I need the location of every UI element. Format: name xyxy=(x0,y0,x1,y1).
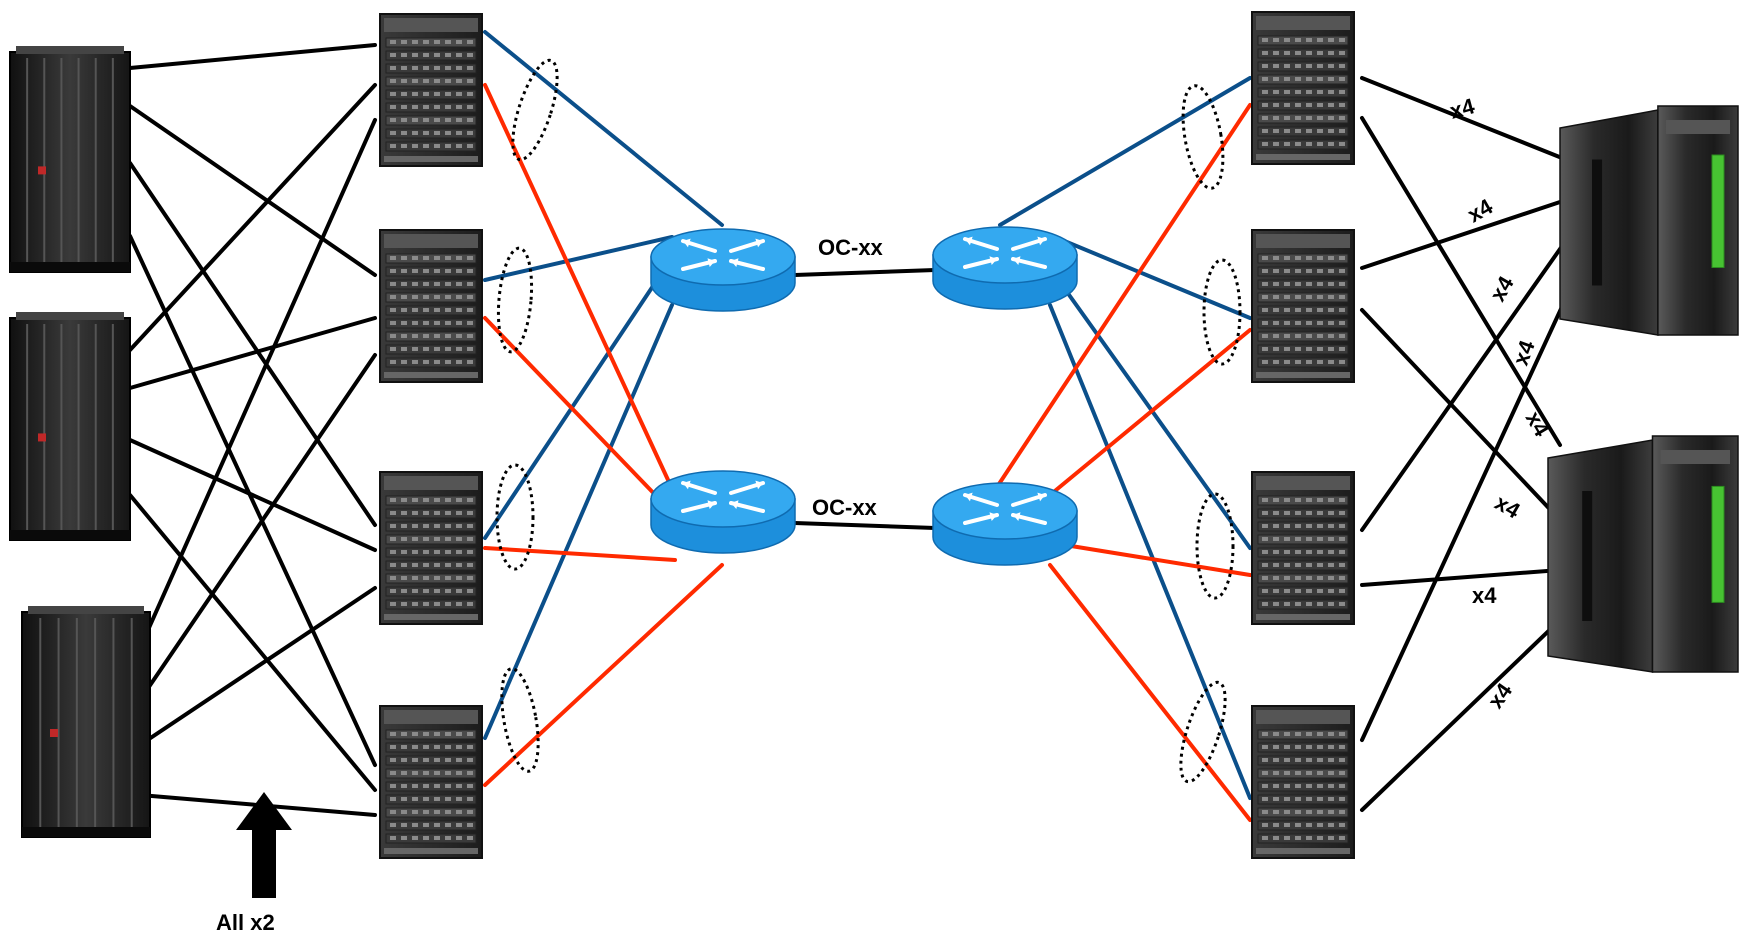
fabric-link xyxy=(1360,308,1562,522)
bundle-marker xyxy=(1202,258,1242,366)
trunk-label-bottom: OC-xx xyxy=(812,495,877,520)
bundle-marker xyxy=(495,463,535,571)
fabric-link xyxy=(128,83,377,352)
fabric-link xyxy=(138,118,377,650)
fabric-link xyxy=(128,43,377,70)
router-icon xyxy=(650,470,796,554)
bundle-marker xyxy=(496,246,534,354)
fabric-links xyxy=(128,43,1574,817)
fabric-link xyxy=(128,493,377,792)
fabric-link xyxy=(1360,116,1562,447)
fabric-link xyxy=(138,586,377,747)
fabric-link xyxy=(138,353,377,702)
router-icon xyxy=(650,228,796,312)
bundle-marker xyxy=(500,667,540,773)
path-b-links xyxy=(483,83,1252,822)
trunk-link xyxy=(793,268,937,277)
storage-array-icon xyxy=(9,46,131,273)
path-a-links xyxy=(483,30,1252,800)
fabric-link xyxy=(1360,568,1562,587)
router-icon xyxy=(932,226,1078,310)
mainframe-icon xyxy=(1559,105,1739,336)
storage-array-icon xyxy=(21,606,151,838)
fabric-link xyxy=(1360,230,1574,532)
all-x2-label: All x2 xyxy=(216,910,275,935)
fabric-link xyxy=(1360,76,1574,164)
multiplier-label: x4 xyxy=(1447,93,1478,124)
router-icon xyxy=(932,482,1078,566)
director-switch-icon xyxy=(379,705,483,859)
path-b-link xyxy=(993,103,1252,492)
bundle-marker xyxy=(1195,492,1235,600)
director-switch-icon xyxy=(379,13,483,167)
fabric-link xyxy=(128,104,377,277)
director-switch-icon xyxy=(1251,11,1355,165)
fabric-link xyxy=(128,316,377,390)
up-arrow-icon xyxy=(236,792,292,898)
bundle-marker xyxy=(511,58,559,162)
storage-array-icon xyxy=(9,312,131,541)
fabric-link xyxy=(1360,196,1574,270)
director-switch-icon xyxy=(379,229,483,383)
path-b-link xyxy=(483,563,724,787)
fabric-link xyxy=(128,161,377,527)
path-b-link xyxy=(1063,543,1252,577)
director-switch-icon xyxy=(1251,471,1355,625)
path-a-link xyxy=(1048,233,1252,320)
path-a-link xyxy=(483,235,674,282)
mainframe-icon xyxy=(1547,435,1739,673)
fabric-link xyxy=(1360,618,1562,812)
path-a-link xyxy=(1060,283,1252,550)
path-b-link xyxy=(1048,563,1252,822)
path-a-link xyxy=(483,30,724,227)
bundle-marker xyxy=(1179,680,1227,784)
trunk-link xyxy=(793,521,937,530)
path-b-link xyxy=(483,83,677,497)
fabric-link xyxy=(128,438,377,552)
path-b-link xyxy=(483,546,677,562)
bundle-marker xyxy=(1181,84,1225,190)
fabric-link xyxy=(128,234,377,767)
path-a-link xyxy=(483,303,674,740)
fabric-link xyxy=(1360,283,1574,742)
trunk-label-top: OC-xx xyxy=(818,235,883,260)
path-a-link xyxy=(998,76,1252,227)
director-switch-icon xyxy=(379,471,483,625)
path-a-link xyxy=(1048,303,1252,800)
path-a-link xyxy=(483,281,657,540)
director-switch-icon xyxy=(1251,705,1355,859)
link-bundle-markers xyxy=(495,58,1242,784)
director-switch-icon xyxy=(1251,229,1355,383)
path-b-link xyxy=(1048,328,1252,497)
multiplier-label: x4 xyxy=(1472,583,1497,608)
